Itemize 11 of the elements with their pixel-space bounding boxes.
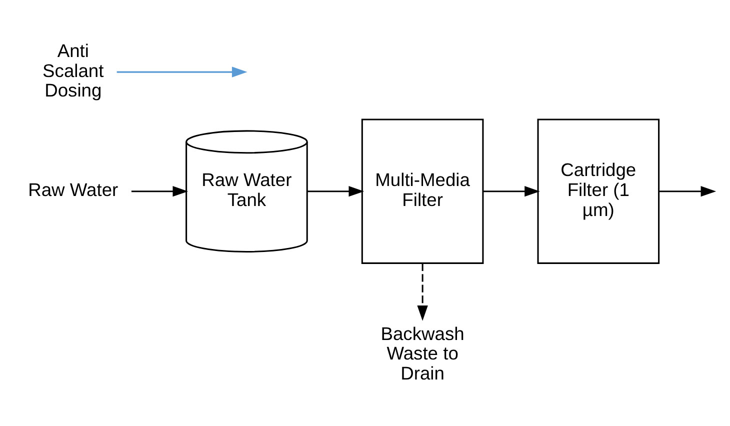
arrow [307,185,364,196]
arrow [116,66,248,77]
node-text: Backwash Waste to Drain [380,322,464,384]
arrow [658,185,716,196]
node-text: Raw Water [28,178,118,200]
node-box: Multi-Media Filter [361,118,484,264]
arrow [483,185,540,196]
node-box: Cartridge Filter (1 µm) [537,118,660,264]
arrow [131,185,188,196]
arrow [417,262,428,320]
node-text: Anti Scalant Dosing [42,39,104,100]
